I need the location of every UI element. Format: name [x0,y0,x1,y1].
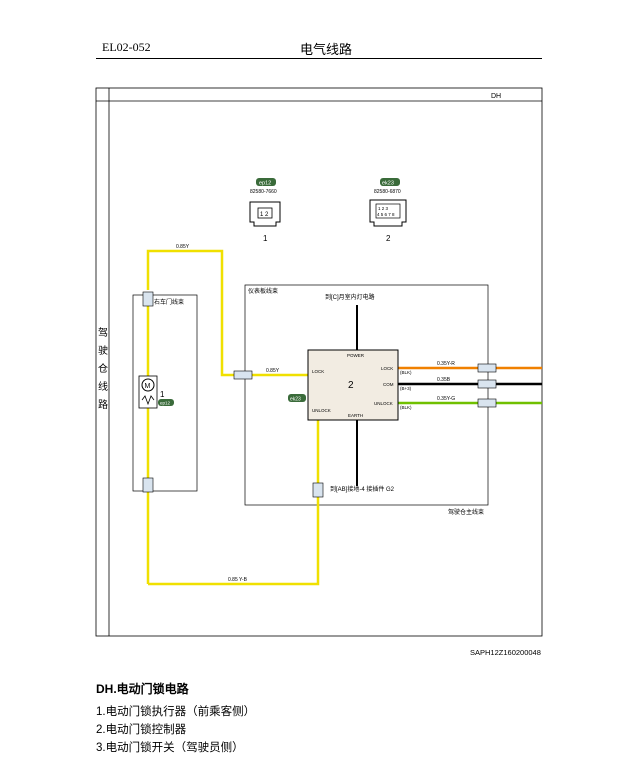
connector-2: ek23 82580-6870 1 2 3 4 5 6 7 8 2 [369,178,407,243]
wire-orange-label: 0.35Y-R [437,361,455,367]
door-lock-controller [307,349,399,421]
to-room-light-label: 到[C]月室内灯电路 [325,293,375,301]
controller-tag-text: ek23 [290,397,301,403]
motor-number: 1 [160,390,165,399]
wire-mid-yellow-label: 0.85Y [266,368,280,374]
connector-2-index: 2 [386,234,391,243]
side-label-char: 线 [98,380,108,393]
right-door-harness-box [132,294,198,492]
connector-2-shape-icon [369,199,407,227]
pin-earth-label: EARTH [348,413,363,418]
svg-text:4 5 6 7 8: 4 5 6 7 8 [377,212,395,217]
svg-text:1 2: 1 2 [260,212,269,218]
legend-item: 2.电动门锁控制器 [96,724,187,736]
connector-1: ep12 82580-7660 1 2 1 [249,178,281,243]
pin-unlock-right-label: UNLOCK [374,401,393,406]
connector-2-part: 82580-6870 [374,189,401,195]
frame-label: DH [491,93,501,100]
pin-power-label: POWER [347,353,365,358]
page-code: EL02-052 [102,40,151,54]
side-label-char: 驾 [98,327,108,339]
wire-bottom-yellow-label: 0.85 Y-B [228,577,248,583]
wire-green-label: 0.35Y-G [437,396,455,402]
legend: DH.电动门锁电路 1.电动门锁执行器（前乘客侧） 2.电动门锁控制器 3.电动… [96,680,556,757]
pin-code-unlock: (BLK) [400,405,412,410]
controller-number: 2 [348,380,354,391]
svg-text:1 2 3: 1 2 3 [378,206,389,211]
diagram-frame [95,87,543,637]
connector-1-tag: ep12 [259,181,271,187]
controller-tag [288,394,306,402]
legend-item: 1.电动门锁执行器（前乘客侧） [96,706,256,718]
wire-black-label: 0.35B [437,377,451,383]
pin-lock-right-label: LOCK [381,366,393,371]
right-door-harness-label: 右车门线束 [154,298,184,306]
pin-code-com: (B+3) [400,386,412,391]
pin-lock-left-label: LOCK [312,369,324,374]
connector-1-shape-icon [249,201,281,227]
instrument-harness-label: 仪表板线束 [248,287,278,295]
motor-icon [141,378,155,392]
pin-code-lock: (BLK) [400,370,412,375]
side-label: 驾 驶 仓 线 路 [98,327,108,411]
cabin-main-harness-label: 驾驶仓主线束 [448,508,484,516]
motor-tag: ep12 [160,401,171,406]
figure-code: SAPH12Z160200048 [470,648,541,657]
right-connectors [142,291,497,498]
motor-actuator: M 1 ep12 [138,375,174,409]
connector-1-part: 82580-7660 [250,189,277,195]
connector-2-tag: ek23 [382,181,394,187]
to-ground-label: 到[AB]接地-4 接插件 G2 [330,485,395,493]
pin-unlock-label: UNLOCK [312,408,331,413]
legend-title: DH.电动门锁电路 [96,682,189,696]
legend-item: 3.电动门锁开关（驾驶员侧） [96,742,244,754]
wiring-diagram: DH 驾 驶 仓 线 路 ep12 82580-7660 1 2 1 ek23 … [95,87,543,637]
header-divider [96,58,542,59]
wire-top-yellow-label: 0.85Y [176,244,190,250]
svg-text:M: M [145,383,151,390]
side-label-char: 仓 [98,362,108,375]
connector-1-index: 1 [263,234,268,243]
page-title: 电气线路 [300,42,353,57]
side-label-char: 路 [98,398,108,411]
thermal-element-icon [141,395,155,406]
instrument-harness-box [244,284,489,506]
side-label-char: 驶 [98,344,108,357]
pin-com-label: COM [383,382,394,387]
